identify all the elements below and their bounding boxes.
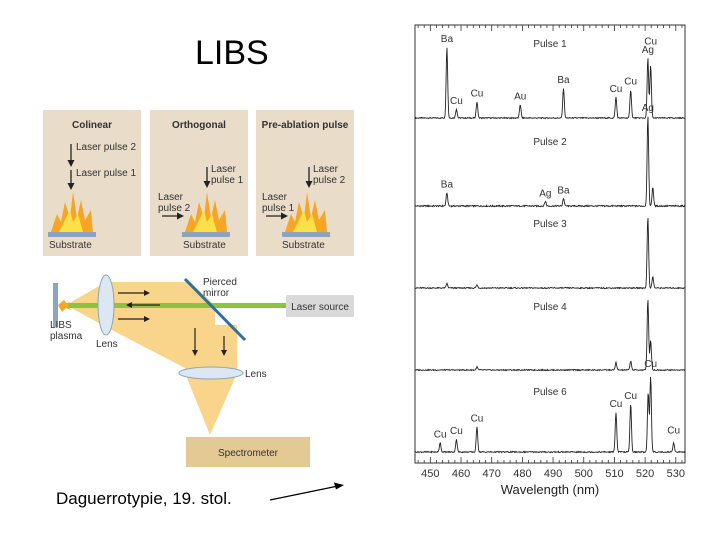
- plasma-substrate: [53, 283, 58, 327]
- substrate-label: Substrate: [183, 240, 226, 251]
- x-tick-label: 460: [452, 468, 470, 480]
- lens-1-label: Lens: [96, 339, 118, 350]
- panel-label: Laser pulse 2: [313, 164, 346, 186]
- laser-beam: [60, 303, 286, 308]
- panel-title: Colinear: [71, 120, 112, 131]
- lens-2: [178, 366, 244, 380]
- laser-source-box: [286, 295, 354, 317]
- plot-frame: [414, 24, 686, 464]
- pre-ablation-diagram-icon: [266, 167, 330, 237]
- panel-label: Laser pulse 1: [211, 164, 244, 186]
- peak-label: Ag: [642, 103, 654, 114]
- x-tick-label: 510: [605, 468, 623, 480]
- panel-label: Laser pulse 1: [76, 168, 137, 179]
- x-tick-label: 480: [513, 468, 531, 480]
- series-line: [414, 376, 686, 454]
- panel-label: Laser pulse 1: [262, 192, 295, 214]
- pointer-arrow-icon: [269, 482, 344, 501]
- page-title: LIBS: [195, 34, 269, 72]
- peak-label: Cu: [610, 84, 623, 95]
- peak-label: Ag: [539, 188, 551, 199]
- panel-title: Pre-ablation pulse: [261, 120, 349, 131]
- pierced-mirror-label: Pierced mirror: [203, 277, 237, 299]
- peak-label: Cu: [450, 426, 463, 437]
- x-tick-label: 530: [667, 468, 685, 480]
- series-label: Pulse 3: [533, 219, 567, 230]
- x-tick-label: 500: [575, 468, 593, 480]
- libs-plasma-label: LIBS plasma: [50, 320, 83, 342]
- peak-label: Ba: [441, 180, 454, 191]
- peak-label: Cu: [610, 399, 623, 410]
- pierced-mirror: [183, 277, 247, 342]
- peak-label: Ba: [557, 185, 570, 196]
- series-label: Pulse 6: [533, 387, 567, 398]
- peak-label: Cu: [434, 429, 447, 440]
- panel-label: Laser pulse 2: [158, 192, 191, 214]
- peak-label: Cu: [644, 37, 657, 48]
- peak-label: Cu: [667, 425, 680, 436]
- series-line: [414, 116, 686, 208]
- series-label: Pulse 4: [533, 302, 567, 313]
- peak-label: Cu: [624, 391, 637, 402]
- panel-title: Orthogonal: [172, 120, 226, 131]
- x-tick-label: 490: [544, 468, 562, 480]
- x-tick-label: 470: [483, 468, 501, 480]
- peak-label: Cu: [471, 413, 484, 424]
- peak-label: Ba: [441, 34, 454, 45]
- x-axis-label: Wavelength (nm): [501, 482, 600, 497]
- caption: Daguerrotypie, 19. stol.: [56, 489, 232, 508]
- series-line: [414, 47, 686, 120]
- laser-source-label: Laser source: [291, 302, 349, 313]
- plasma-icon: [58, 300, 71, 312]
- colinear-diagram-icon: [48, 144, 96, 237]
- substrate-label: Substrate: [49, 240, 92, 251]
- panel-label: Laser pulse 2: [76, 142, 137, 153]
- series-label: Pulse 2: [533, 137, 567, 148]
- peak-label: Cu: [471, 89, 484, 100]
- x-tick-label: 450: [421, 468, 439, 480]
- lens-1: [97, 274, 115, 336]
- panel-orthogonal: Orthogonal Laser pulse 1 Laser pulse 2 S…: [150, 110, 248, 256]
- peak-label: Au: [514, 92, 526, 103]
- peak-label: Cu: [624, 77, 637, 88]
- series-label: Pulse 1: [533, 39, 567, 50]
- orthogonal-diagram-icon: [162, 167, 230, 237]
- panel-colinear: Colinear Laser pulse 2 Laser pulse 1 Sub…: [43, 110, 141, 256]
- peak-label: Cu: [450, 96, 463, 107]
- spectrometer-label: Spectrometer: [218, 448, 279, 459]
- series-line: [414, 217, 686, 290]
- peak-label: Cu: [644, 359, 657, 370]
- x-tick-label: 520: [636, 468, 654, 480]
- libs-setup-diagram: Laser source Lens Lens Spectrometer: [53, 274, 354, 467]
- spectrometer-box: [186, 437, 310, 467]
- series-line: [414, 300, 686, 372]
- substrate-label: Substrate: [282, 240, 325, 251]
- panel-pre-ablation: Pre-ablation pulse Laser pulse 2 Laser p…: [256, 110, 354, 256]
- peak-label: Ag: [642, 45, 654, 56]
- peak-label: Ba: [557, 75, 570, 86]
- lens-2-label: Lens: [245, 369, 267, 380]
